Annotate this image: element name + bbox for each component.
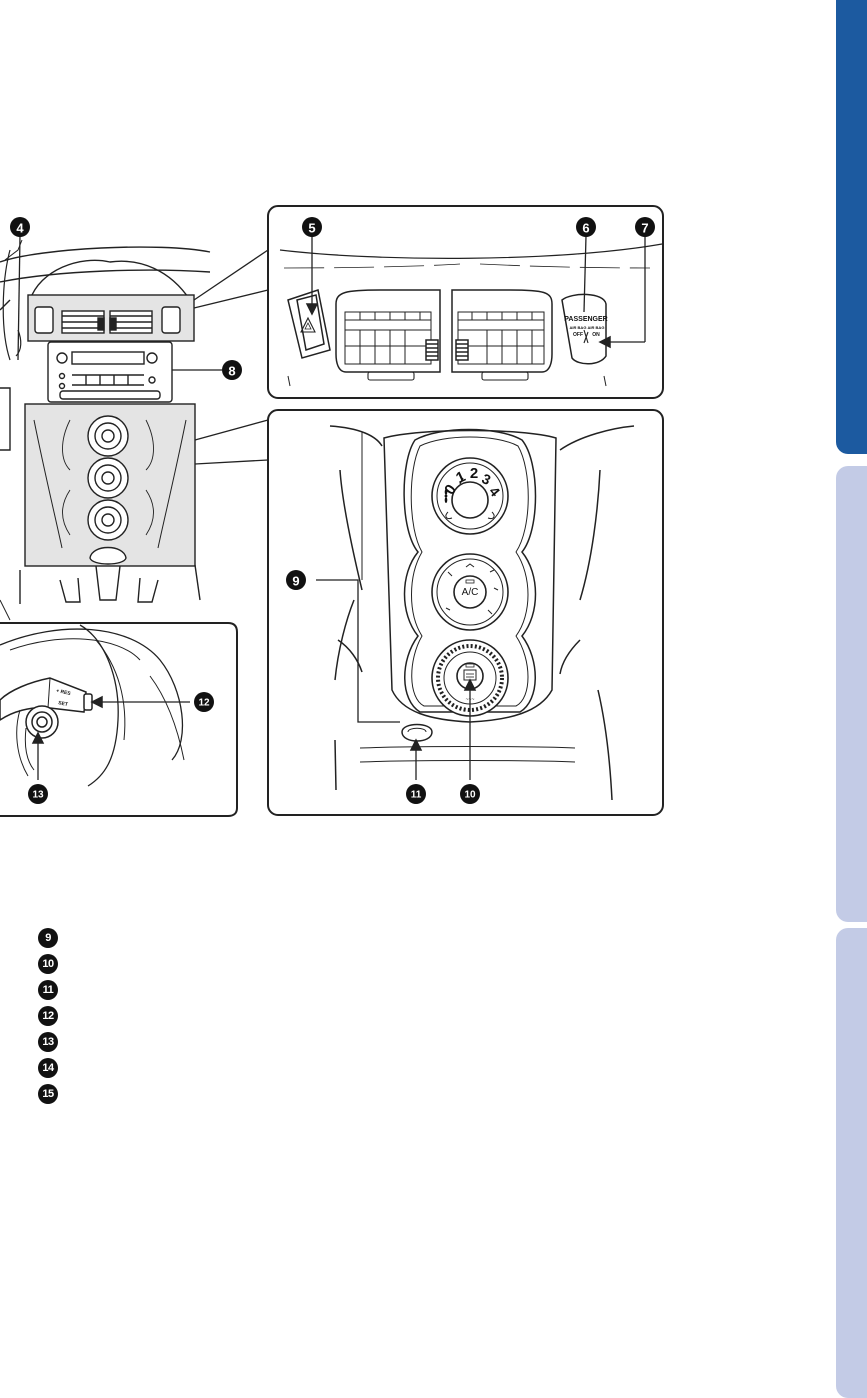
legend-badge: 12 (38, 1006, 58, 1026)
ignition-switch (25, 705, 59, 739)
legend-badge: 10 (38, 954, 58, 974)
legend-badge: 14 (38, 1058, 58, 1078)
dashboard-overview (0, 235, 269, 621)
hazard-button (287, 289, 331, 359)
legend-item: 11 (38, 977, 58, 1003)
callout-4: 4 (10, 217, 30, 237)
section-tab-2[interactable] (836, 466, 867, 922)
legend-badge: 11 (38, 980, 58, 1000)
callout-12: 12 (194, 692, 214, 712)
cruise-control-stalk (0, 677, 87, 721)
svg-text:8: 8 (228, 364, 235, 379)
callout-9: 9 (286, 570, 306, 590)
callout-7: 7 (635, 217, 655, 237)
passenger-airbag-panel (561, 293, 607, 365)
legend-item: 10 (38, 951, 58, 977)
callout-legend: 9 10 11 12 13 14 15 (38, 925, 58, 1107)
off-label: OFF (573, 332, 583, 338)
fan-speed-2: 2 (470, 465, 478, 482)
legend-item: 15 (38, 1081, 58, 1107)
svg-text:10: 10 (464, 790, 476, 801)
callout-6: 6 (576, 217, 596, 237)
upper-dash-detail (267, 205, 664, 399)
section-tab-active[interactable] (836, 0, 867, 454)
climate-control-detail: ~~~ (267, 409, 664, 816)
callout-13: 13 (28, 784, 48, 804)
legend-item: 14 (38, 1055, 58, 1081)
ac-button-label: A/C (462, 587, 479, 598)
on-label: ON (592, 332, 600, 338)
svg-text:9: 9 (292, 574, 299, 589)
legend-item: 13 (38, 1029, 58, 1055)
fan-icon (444, 489, 448, 503)
airbag-label-left: AIR BAG (570, 325, 587, 330)
svg-text:13: 13 (32, 790, 44, 801)
svg-text:7: 7 (641, 221, 648, 236)
svg-text:6: 6 (582, 221, 589, 236)
callout-5: 5 (302, 217, 322, 237)
svg-text:4: 4 (16, 221, 24, 236)
svg-text:5: 5 (308, 221, 315, 236)
legend-badge: 15 (38, 1084, 58, 1104)
callout-10: 10 (460, 784, 480, 804)
stalk-labels: + RES SET (56, 688, 72, 708)
airbag-label-right: AIR BAG (588, 325, 605, 330)
section-tab-3[interactable] (836, 928, 867, 1398)
overview-radio (47, 341, 173, 403)
callout-8: 8 (222, 360, 242, 380)
legend-item: 9 (38, 925, 58, 951)
legend-badge: 9 (38, 928, 58, 948)
steering-column-detail (0, 622, 238, 817)
passenger-label: PASSENGER (564, 316, 607, 323)
legend-item: 12 (38, 1003, 58, 1029)
stalk-res-label: + RES (56, 688, 72, 697)
svg-text:12: 12 (198, 698, 210, 709)
passenger-airbag-labels: PASSENGER AIR BAG AIR BAG OFF ON (564, 316, 607, 338)
legend-badge: 13 (38, 1032, 58, 1052)
svg-text:11: 11 (411, 790, 422, 801)
stalk-set-label: SET (58, 700, 69, 708)
callout-11: 11 (406, 784, 426, 804)
